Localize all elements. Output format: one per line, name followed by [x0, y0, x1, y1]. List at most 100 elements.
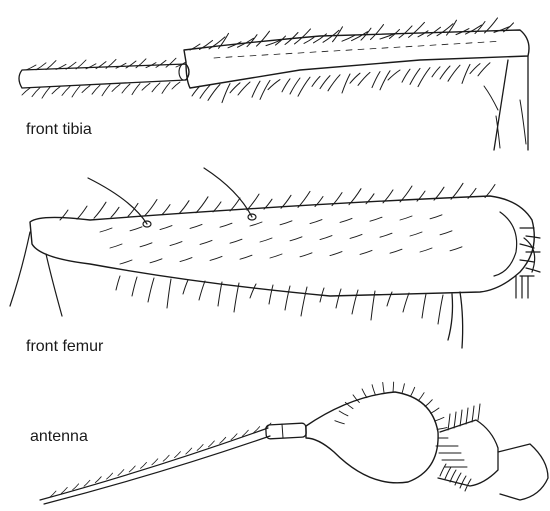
- seta: [472, 406, 474, 422]
- seta: [320, 76, 330, 89]
- antenna-pedicel: [266, 423, 307, 439]
- seta: [335, 421, 345, 424]
- seta: [222, 84, 230, 103]
- seta: [152, 459, 158, 465]
- front-tibia-drawing: [19, 18, 529, 150]
- seta: [330, 252, 342, 256]
- seta: [286, 53, 292, 54]
- seta: [358, 49, 364, 50]
- seta: [214, 58, 220, 59]
- antenna-head-segment: [498, 444, 548, 500]
- seta: [102, 85, 110, 96]
- seta: [274, 54, 280, 55]
- seta: [170, 242, 182, 246]
- seta: [322, 51, 328, 52]
- seta: [346, 50, 352, 51]
- seta: [220, 223, 232, 227]
- seta: [403, 293, 409, 312]
- seta: [290, 237, 302, 241]
- seta: [122, 84, 130, 93]
- seta: [526, 236, 540, 238]
- seta: [370, 217, 382, 221]
- seta: [454, 412, 456, 428]
- seta: [77, 206, 87, 219]
- seta: [110, 244, 122, 248]
- seta: [132, 277, 137, 296]
- seta: [422, 294, 426, 318]
- seta: [383, 382, 384, 392]
- seta: [140, 243, 152, 247]
- seta: [260, 80, 270, 99]
- seta: [218, 282, 222, 306]
- seta: [430, 45, 436, 46]
- seta: [285, 286, 290, 310]
- label-front-tibia: front tibia: [26, 121, 92, 139]
- seta: [92, 85, 100, 94]
- seta: [152, 83, 160, 92]
- seta: [141, 462, 147, 468]
- seta: [226, 57, 232, 58]
- seta: [252, 81, 260, 97]
- seta: [339, 411, 348, 416]
- seta: [360, 250, 372, 254]
- seta: [478, 63, 490, 76]
- seta: [250, 284, 256, 298]
- seta: [150, 259, 162, 263]
- seta: [129, 466, 135, 472]
- seta: [450, 470, 456, 482]
- seta: [120, 260, 132, 264]
- seta: [280, 221, 292, 225]
- seta: [238, 56, 244, 57]
- seta: [116, 276, 120, 290]
- seta: [448, 65, 460, 81]
- seta: [166, 58, 176, 67]
- antenna-pedicel-divider: [282, 424, 283, 438]
- seta: [352, 290, 358, 314]
- seta: [442, 44, 448, 45]
- seta: [450, 247, 462, 251]
- seta: [418, 393, 424, 401]
- seta: [320, 236, 332, 240]
- seta: [350, 234, 362, 238]
- seta: [393, 382, 394, 392]
- seta: [118, 470, 124, 476]
- seta: [298, 77, 310, 96]
- seta: [310, 220, 322, 224]
- seta: [301, 287, 307, 316]
- seta: [410, 68, 420, 84]
- seta: [336, 289, 341, 308]
- seta: [262, 55, 268, 56]
- seta: [470, 64, 480, 74]
- seta: [32, 88, 40, 97]
- label-antenna: antenna: [30, 428, 88, 446]
- seta: [156, 60, 166, 67]
- seta: [350, 73, 360, 83]
- seta: [478, 404, 480, 420]
- seta: [394, 47, 400, 48]
- seta: [440, 231, 452, 235]
- antenna-scape: [306, 392, 438, 483]
- seta: [462, 64, 470, 83]
- seta: [410, 232, 422, 236]
- seta: [310, 52, 316, 53]
- seta: [112, 84, 120, 91]
- seta: [342, 74, 350, 93]
- seta: [400, 216, 412, 220]
- seta: [162, 205, 170, 215]
- femur-ventral-spine: [448, 292, 463, 348]
- seta: [466, 408, 468, 424]
- seta: [186, 448, 192, 454]
- seta: [270, 254, 282, 258]
- seta: [190, 224, 202, 228]
- seta: [167, 279, 171, 308]
- seta: [160, 226, 172, 230]
- seta: [72, 86, 80, 97]
- seta: [438, 295, 443, 324]
- seta: [210, 256, 222, 260]
- seta: [260, 238, 272, 242]
- seta: [148, 278, 154, 302]
- femur-body-outline: [30, 196, 534, 296]
- seta: [238, 82, 250, 95]
- seta: [257, 31, 270, 46]
- seta: [200, 85, 210, 98]
